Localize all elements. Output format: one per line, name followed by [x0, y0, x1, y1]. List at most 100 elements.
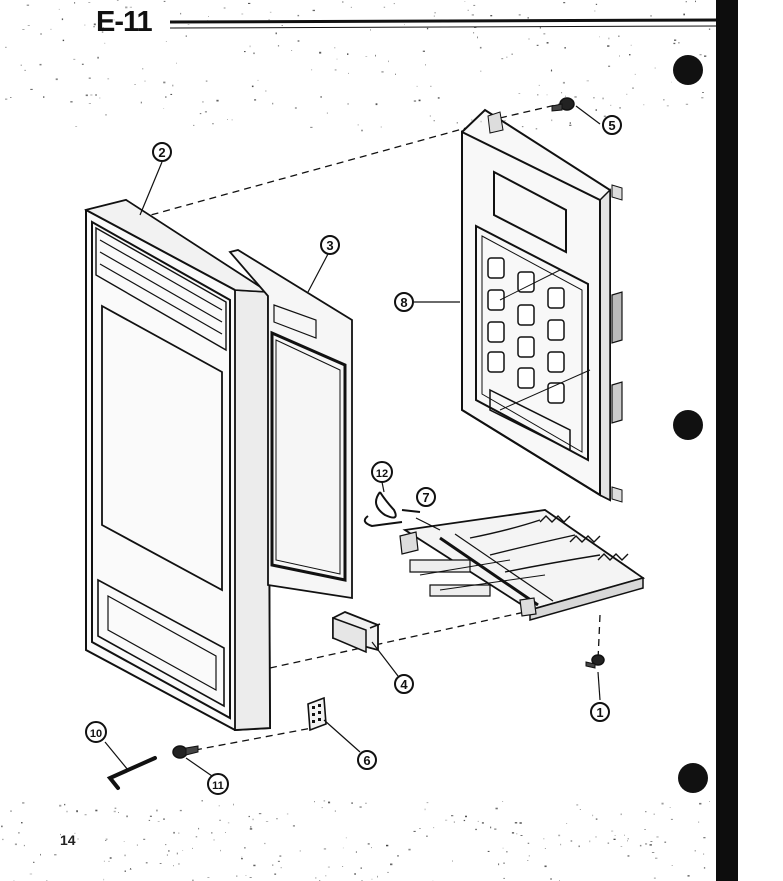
- speckle-dot: [207, 20, 209, 22]
- speckle-dot: [281, 25, 283, 26]
- speckle-dot: [320, 96, 322, 98]
- speckle-dot: [116, 0, 119, 1]
- speckle-dot: [168, 850, 170, 852]
- callout-2-label: 2: [158, 145, 165, 160]
- speckle-dot: [165, 41, 167, 42]
- speckle-dot: [656, 836, 659, 838]
- speckle-dot: [219, 819, 221, 821]
- speckle-dot: [88, 77, 91, 79]
- speckle-dot: [650, 15, 652, 17]
- speckle-dot: [456, 122, 458, 124]
- speckle-dot: [685, 103, 689, 105]
- speckle-dot: [248, 2, 251, 4]
- speckle-dot: [75, 126, 78, 127]
- speckle-dot: [342, 866, 344, 867]
- screw-part-5: [551, 97, 575, 112]
- callout-6: 6: [357, 750, 377, 770]
- speckle-dot: [163, 108, 165, 109]
- speckle-dot: [674, 39, 677, 41]
- speckle-dot: [105, 838, 108, 840]
- speckle-dot: [113, 19, 115, 21]
- speckle-dot: [88, 2, 91, 3]
- speckle-dot: [518, 93, 521, 94]
- speckle-dot: [506, 851, 508, 853]
- speckle-dot: [90, 94, 93, 96]
- speckle-dot: [620, 813, 622, 816]
- speckle-dot: [166, 854, 168, 856]
- speckle-dot: [108, 860, 110, 862]
- speckle-dot: [599, 36, 600, 38]
- speckle-dot: [579, 809, 581, 810]
- speckle-dot: [569, 99, 572, 101]
- speckle-dot: [618, 35, 620, 37]
- speckle-dot: [498, 863, 500, 866]
- speckle-dot: [464, 1, 466, 2]
- speckle-dot: [673, 42, 676, 45]
- speckle-dot: [544, 848, 546, 849]
- hex-key: [106, 756, 157, 790]
- speckle-dot: [347, 53, 349, 55]
- speckle-dot: [704, 55, 707, 57]
- speckle-dot: [334, 47, 336, 49]
- speckle-dot: [276, 818, 278, 820]
- speckle-dot: [388, 60, 389, 63]
- speckle-dot: [249, 45, 251, 48]
- speckle-dot: [558, 834, 561, 837]
- speckle-dot: [70, 101, 73, 103]
- speckle-dot: [23, 844, 25, 847]
- speckle-dot: [511, 53, 513, 55]
- speckle-dot: [165, 96, 167, 98]
- speckle-dot: [626, 93, 628, 95]
- speckle-dot: [249, 877, 252, 878]
- speckle-dot: [419, 828, 421, 829]
- speckle-dot: [348, 72, 349, 74]
- callout-1-label: 1: [596, 705, 603, 720]
- speckle-dot: [703, 867, 706, 869]
- speckle-dot: [178, 863, 180, 865]
- speckle-dot: [516, 833, 518, 835]
- speckle-dot: [422, 50, 425, 52]
- speckle-dot: [355, 851, 357, 853]
- speckle-dot: [172, 84, 174, 87]
- speckle-dot: [433, 120, 435, 122]
- speckle-dot: [397, 855, 399, 857]
- speckle-dot: [595, 818, 598, 820]
- speckle-dot: [323, 848, 327, 850]
- speckle-dot: [244, 847, 246, 849]
- speckle-dot: [480, 120, 482, 123]
- speckle-dot: [655, 857, 658, 859]
- speckle-dot: [561, 92, 563, 94]
- speckle-dot: [299, 850, 301, 852]
- speckle-dot: [109, 857, 112, 859]
- speckle-dot: [490, 15, 493, 17]
- speckle-dot: [43, 96, 45, 98]
- speckle-dot: [314, 801, 315, 803]
- speckle-dot: [503, 877, 505, 879]
- callout-11: 11: [207, 773, 229, 795]
- speckle-dot: [611, 830, 614, 832]
- speckle-dot: [272, 102, 274, 105]
- speckle-dot: [594, 10, 596, 12]
- speckle-dot: [124, 870, 126, 872]
- speckle-dot: [527, 842, 530, 844]
- speckle-dot: [95, 94, 97, 96]
- speckle-dot: [81, 63, 84, 65]
- speckle-dot: [645, 843, 648, 845]
- speckle-dot: [694, 850, 696, 852]
- speckle-dot: [416, 85, 418, 87]
- speckle-dot: [173, 831, 175, 834]
- speckle-dot: [477, 36, 478, 39]
- speckle-dot: [201, 800, 203, 802]
- speckle-dot: [589, 840, 591, 843]
- speckle-dot: [546, 42, 549, 44]
- speckle-dot: [227, 822, 230, 824]
- speckle-dot: [351, 802, 353, 804]
- speckle-dot: [527, 17, 529, 19]
- speckle-dot: [22, 802, 25, 804]
- speckle-dot: [105, 840, 107, 841]
- speckle-dot: [165, 844, 167, 846]
- speckle-dot: [670, 818, 673, 820]
- speckle-dot: [426, 27, 429, 30]
- speckle-dot: [678, 42, 680, 44]
